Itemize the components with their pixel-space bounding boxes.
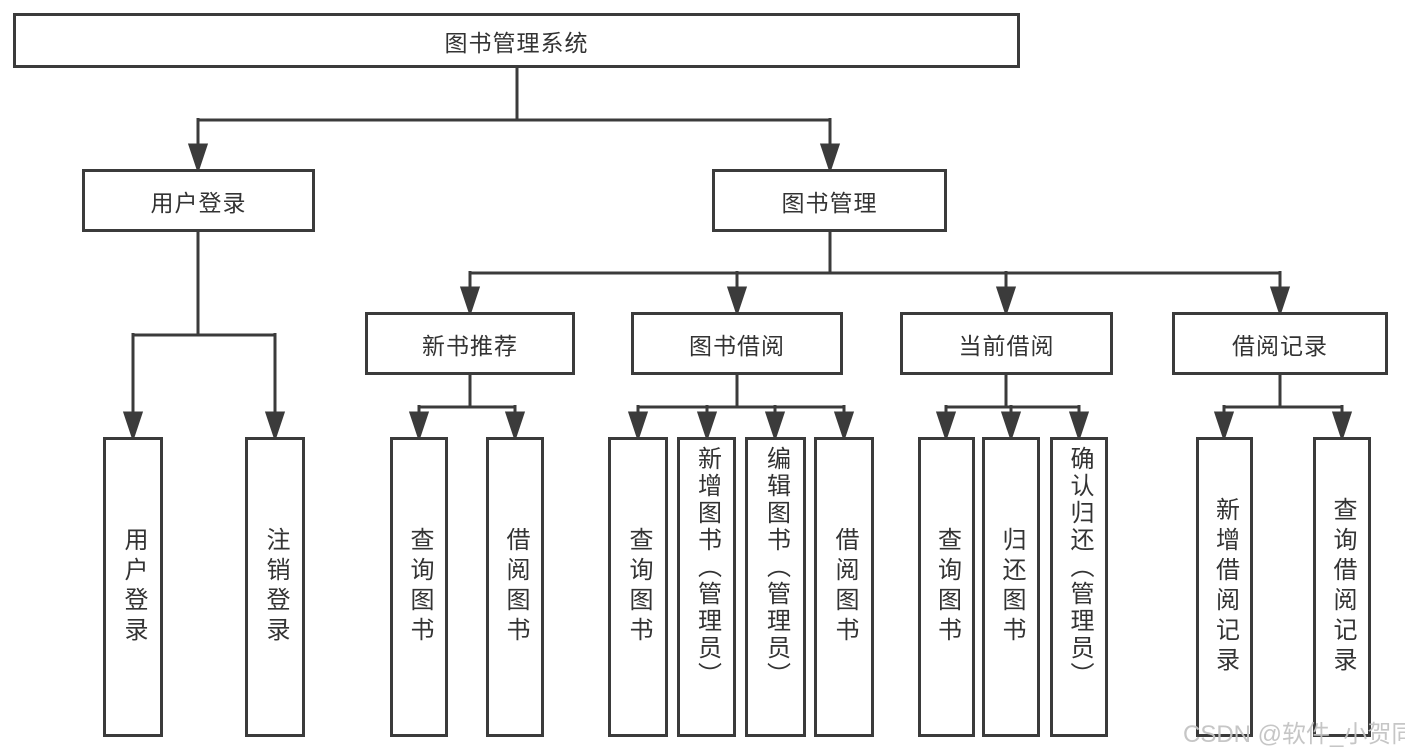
node-book-management: 图书管理 (712, 169, 947, 232)
leaf-br-add-record-label: 新增借阅记录 (1211, 497, 1239, 677)
node-library-system-label: 图书管理系统 (444, 29, 589, 56)
node-book-management-label: 图书管理 (781, 189, 878, 216)
connector-new-book (408, 375, 526, 442)
leaf-cb-query-books: 查询图书 (918, 437, 975, 737)
leaf-nbr-borrow-books: 借阅图书 (486, 437, 544, 737)
leaf-user-login: 用户登录 (103, 437, 163, 737)
connector-root (187, 68, 841, 174)
leaf-br-query-record: 查询借阅记录 (1313, 437, 1371, 737)
leaf-logout-login-label: 注销登录 (262, 527, 289, 647)
node-user-login: 用户登录 (82, 169, 315, 232)
connector-borrowing-records (1213, 375, 1353, 442)
node-current-borrowing: 当前借阅 (900, 312, 1113, 375)
leaf-cb-confirm-return-admin-label: 确认归还（管理员） (1066, 446, 1093, 689)
connector-current-borrowing (935, 375, 1090, 442)
leaf-bb-query-books-label: 查询图书 (625, 527, 652, 647)
node-current-borrowing-label: 当前借阅 (958, 332, 1055, 359)
leaf-bb-add-books-admin-label: 新增图书（管理员） (693, 446, 721, 689)
leaf-nbr-borrow-books-label: 借阅图书 (502, 527, 529, 647)
leaf-user-login-label: 用户登录 (120, 527, 147, 647)
leaf-bb-edit-books-admin: 编辑图书（管理员） (745, 437, 806, 737)
leaf-bb-borrow-books-label: 借阅图书 (831, 527, 858, 647)
leaf-cb-return-books-label: 归还图书 (998, 527, 1025, 647)
csdn-watermark: CSDN @软件_小贺同学 (1183, 721, 1405, 747)
node-book-borrowing: 图书借阅 (631, 312, 843, 375)
leaf-logout-login: 注销登录 (245, 437, 305, 737)
connector-user-login (122, 232, 286, 442)
leaf-br-add-record: 新增借阅记录 (1196, 437, 1253, 737)
leaf-bb-query-books: 查询图书 (608, 437, 668, 737)
leaf-bb-borrow-books: 借阅图书 (814, 437, 874, 737)
leaf-cb-return-books: 归还图书 (982, 437, 1040, 737)
leaf-nbr-query-books: 查询图书 (390, 437, 448, 737)
leaf-br-query-record-label: 查询借阅记录 (1329, 497, 1356, 677)
leaf-nbr-query-books-label: 查询图书 (406, 527, 433, 647)
node-borrowing-records-label: 借阅记录 (1232, 332, 1328, 359)
leaf-cb-confirm-return-admin: 确认归还（管理员） (1050, 437, 1108, 737)
node-borrowing-records: 借阅记录 (1172, 312, 1388, 375)
node-library-system: 图书管理系统 (13, 13, 1020, 68)
connector-book-borrowing (627, 375, 855, 442)
node-user-login-label: 用户登录 (150, 189, 247, 216)
node-book-borrowing-label: 图书借阅 (689, 332, 785, 359)
leaf-bb-edit-books-admin-label: 编辑图书（管理员） (762, 446, 790, 689)
connector-book-management (459, 232, 1291, 317)
leaf-bb-add-books-admin: 新增图书（管理员） (677, 437, 736, 737)
node-new-book-recommend: 新书推荐 (365, 312, 575, 375)
leaf-cb-query-books-label: 查询图书 (933, 527, 961, 647)
node-new-book-recommend-label: 新书推荐 (422, 332, 518, 359)
